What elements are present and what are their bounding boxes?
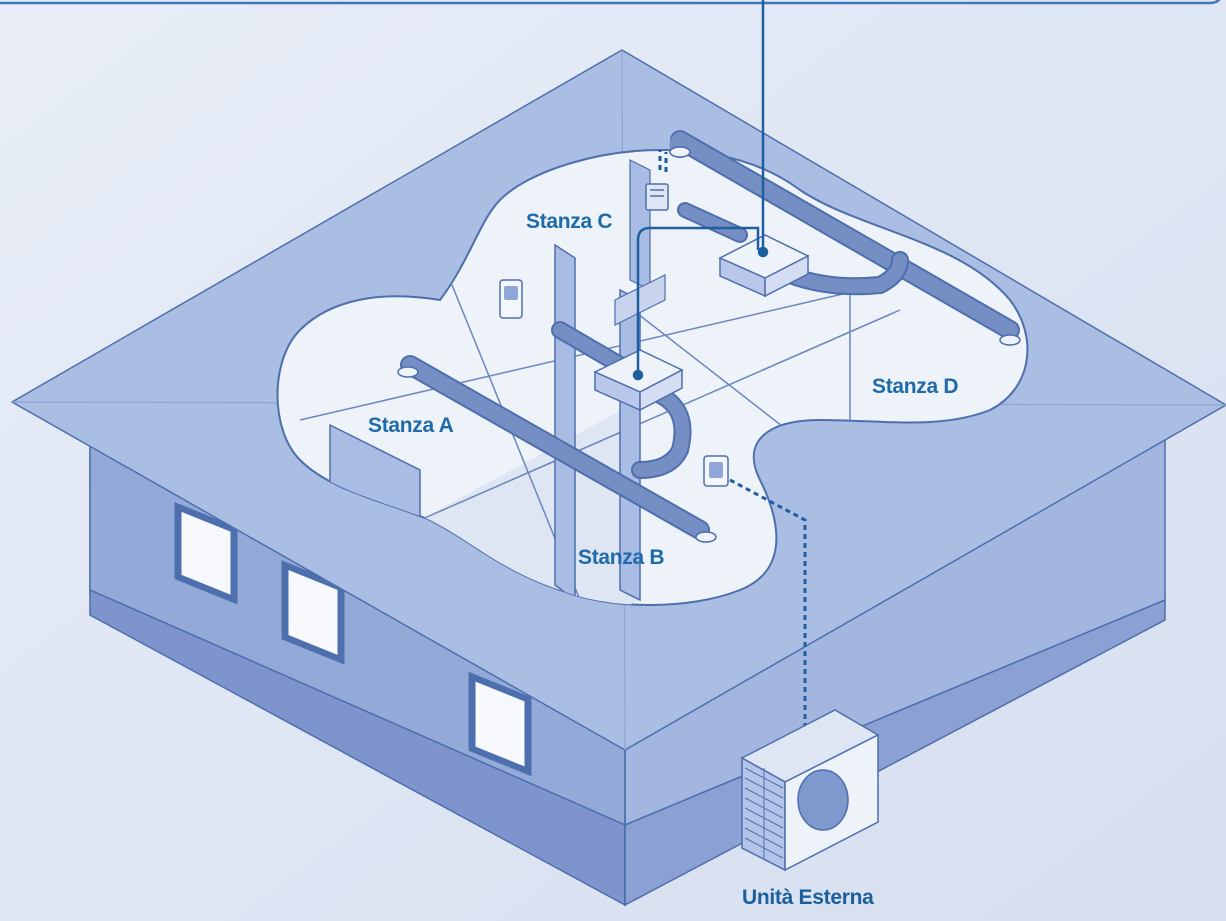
vent xyxy=(999,334,1021,346)
signal-cable xyxy=(658,150,807,760)
vent xyxy=(397,366,419,378)
fan-icon xyxy=(797,769,849,831)
air-duct xyxy=(400,130,1020,540)
vent xyxy=(669,146,691,158)
label-stanza-c: Stanza C xyxy=(526,210,612,233)
label-stanza-b: Stanza B xyxy=(578,546,664,569)
label-stanza-d: Stanza D xyxy=(872,375,958,398)
thermostat xyxy=(499,279,523,319)
window xyxy=(174,502,238,605)
remote-receiver xyxy=(645,183,669,211)
window xyxy=(281,560,345,665)
window xyxy=(468,671,532,777)
label-stanza-a: Stanza A xyxy=(368,414,454,437)
label-unita-esterna: Unità Esterna xyxy=(742,886,874,909)
callout-frame xyxy=(0,0,1221,5)
vent xyxy=(695,531,717,543)
thermostat xyxy=(703,455,729,487)
control-wiring xyxy=(632,0,769,381)
outdoor-unit xyxy=(740,709,880,872)
